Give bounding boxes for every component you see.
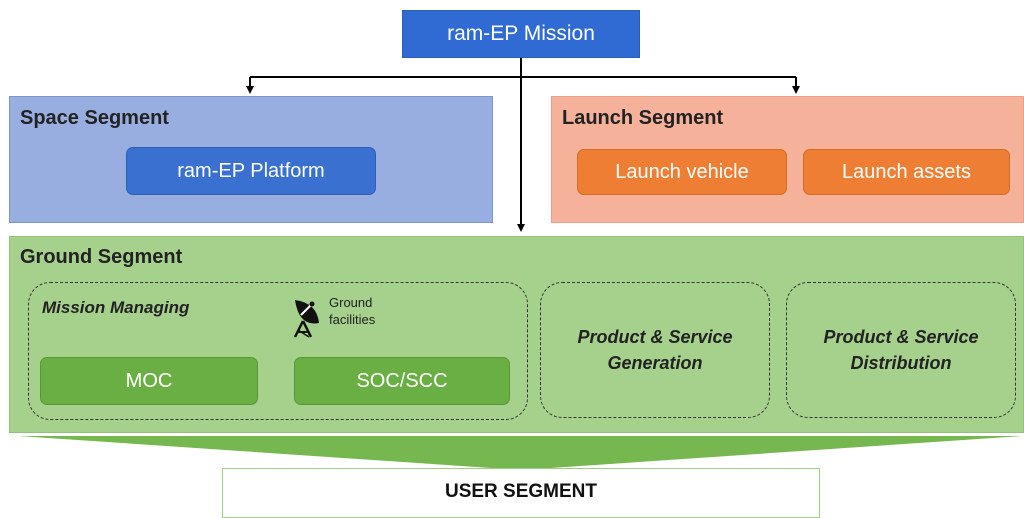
space-segment: Space Segment ram-EP Platform [9, 96, 493, 223]
soc-scc-box: SOC/SCC [294, 357, 510, 405]
launch-vehicle-box: Launch vehicle [577, 149, 787, 195]
launch-assets-box: Launch assets [803, 149, 1010, 195]
moc-box: MOC [40, 357, 258, 405]
ground-facilities-line1: Ground [329, 295, 373, 310]
generation-line2: Generation [607, 353, 703, 373]
launch-assets-label: Launch assets [842, 160, 971, 183]
platform-box: ram-EP Platform [126, 147, 376, 195]
generation-box: Product & Service Generation [540, 282, 770, 418]
mission-managing-title: Mission Managing [42, 298, 190, 317]
moc-label: MOC [125, 369, 173, 392]
satellite-dish-icon [293, 300, 319, 338]
distribution-line2: Distribution [850, 353, 952, 373]
user-segment-box: USER SEGMENT [222, 468, 820, 518]
launch-vehicle-label: Launch vehicle [615, 160, 749, 183]
space-segment-title: Space Segment [20, 107, 169, 129]
user-segment-label: USER SEGMENT [444, 481, 598, 502]
platform-label: ram-EP Platform [177, 159, 325, 182]
soc-scc-label: SOC/SCC [356, 369, 448, 392]
connector-arrows [246, 58, 800, 232]
generation-label: Product & Service Generation [577, 324, 732, 376]
ground-segment: Ground Segment Mission Managing Ground f… [9, 236, 1024, 433]
generation-line1: Product & Service [577, 327, 733, 347]
launch-segment-title: Launch Segment [562, 107, 724, 129]
funnel-arrow [18, 436, 1022, 470]
ground-segment-title: Ground Segment [20, 246, 183, 268]
launch-segment: Launch Segment Launch vehicle Launch ass… [551, 96, 1024, 223]
mission-managing-box: Mission Managing Ground facilities MOC S… [28, 282, 528, 420]
ground-facilities-label: Ground facilities [329, 294, 375, 328]
mission-box: ram-EP Mission [402, 10, 640, 58]
distribution-box: Product & Service Distribution [786, 282, 1016, 418]
distribution-label: Product & Service Distribution [823, 324, 978, 376]
mission-label: ram-EP Mission [447, 22, 595, 45]
distribution-line1: Product & Service [823, 327, 979, 347]
ground-facilities-line2: facilities [329, 312, 376, 327]
